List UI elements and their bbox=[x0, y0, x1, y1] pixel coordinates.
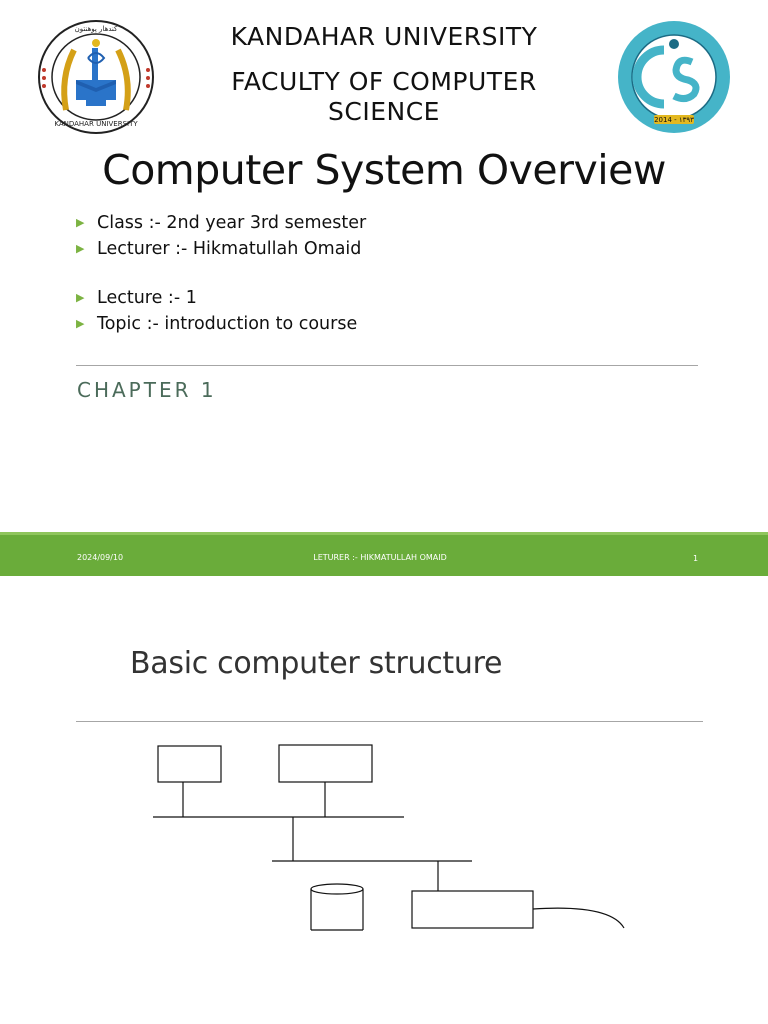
bullet-topic: ▶ Topic :- introduction to course bbox=[76, 311, 696, 337]
kandahar-university-logo: KANDAHAR UNIVERSITY کندهار پوهنتون bbox=[36, 18, 156, 136]
bullet-arrow-icon: ▶ bbox=[76, 291, 85, 304]
title-slide: KANDAHAR UNIVERSITY کندهار پوهنتون KANDA… bbox=[36, 18, 734, 402]
divider-line bbox=[76, 721, 703, 722]
bullet-text: Lecture :- 1 bbox=[97, 288, 197, 308]
slide-title: Basic computer structure bbox=[130, 646, 503, 681]
bullet-lecture: ▶ Lecture :- 1 bbox=[76, 285, 696, 311]
bullet-arrow-icon: ▶ bbox=[76, 242, 85, 255]
faculty-name-line2: SCIENCE bbox=[328, 97, 440, 126]
logo-bottom-text: KANDAHAR UNIVERSITY bbox=[54, 120, 138, 128]
bullet-arrow-icon: ▶ bbox=[76, 317, 85, 330]
diagram-box-device bbox=[411, 890, 534, 929]
faculty-name-line1: FACULTY OF COMPUTER bbox=[231, 67, 537, 96]
footer-lecturer: LETURER :- HIKMATULLAH OMAID bbox=[313, 553, 447, 562]
footer-date: 2024/09/10 bbox=[77, 553, 124, 562]
computer-structure-diagram bbox=[153, 744, 625, 931]
university-name: KANDAHAR UNIVERSITY bbox=[230, 22, 538, 51]
bullet-text: Lecturer :- Hikmatullah Omaid bbox=[97, 239, 362, 259]
bullet-arrow-icon: ▶ bbox=[76, 216, 85, 229]
diagram-box-small bbox=[157, 745, 222, 783]
bullet-text: Topic :- introduction to course bbox=[97, 314, 358, 334]
bullet-lecturer: ▶ Lecturer :- Hikmatullah Omaid bbox=[76, 236, 696, 262]
logo-top-text: کندهار پوهنتون bbox=[75, 25, 118, 33]
footer-accent-line bbox=[0, 532, 768, 535]
diagram-box-large bbox=[278, 744, 373, 783]
divider-line bbox=[76, 365, 698, 366]
chapter-label: CHAPTER 1 bbox=[77, 378, 217, 402]
bullet-class: ▶ Class :- 2nd year 3rd semester bbox=[76, 210, 696, 236]
faculty-name: FACULTY OF COMPUTER SCIENCE bbox=[190, 67, 578, 127]
faculty-cs-logo: 2014 - ۱۳۹۳ bbox=[614, 18, 734, 136]
slide-title: Computer System Overview bbox=[102, 146, 666, 194]
diagram-disk-cylinder bbox=[310, 883, 364, 931]
logo-years-text: 2014 - ۱۳۹۳ bbox=[654, 116, 694, 124]
bullet-text: Class :- 2nd year 3rd semester bbox=[97, 213, 367, 233]
diagram-cable bbox=[532, 907, 625, 929]
info-bullet-list: ▶ Class :- 2nd year 3rd semester ▶ Lectu… bbox=[76, 210, 696, 337]
structure-slide: Basic computer structure bbox=[0, 576, 768, 1024]
slide-footer: 2024/09/10 LETURER :- HIKMATULLAH OMAID … bbox=[0, 532, 768, 576]
footer-page-number: 1 bbox=[693, 554, 699, 563]
